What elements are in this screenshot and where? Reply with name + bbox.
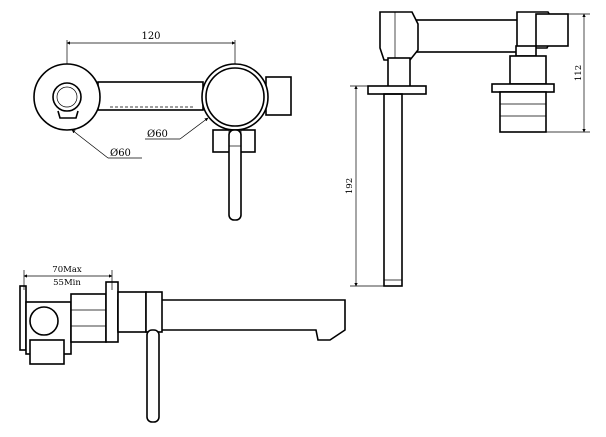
plan-spout-collar: [117, 291, 147, 333]
front-view: 120 Ø60 Ø60: [33, 31, 292, 221]
left-outlet-ring: [52, 82, 82, 112]
plan-lever-handle: [146, 329, 160, 423]
top-pipe: [409, 19, 521, 53]
valve-neck: [515, 45, 537, 57]
dim-spout-height: 192: [345, 178, 355, 194]
valve-body-lower: [499, 91, 547, 133]
dim-wall-max: 70Max: [52, 265, 82, 275]
spout-flange: [367, 85, 427, 95]
spout-tube: [383, 93, 403, 287]
valve-stub: [535, 13, 569, 47]
in-wall-lower-port: [29, 339, 65, 365]
spout-collar: [387, 57, 411, 89]
plan-view: 70Max 55Min: [19, 265, 346, 423]
front-connector-bar: [97, 81, 204, 111]
dim-center-distance: 120: [141, 31, 160, 42]
valve-flange: [491, 83, 555, 93]
dim-wall-min: 55Min: [53, 278, 81, 288]
plan-valve-collar: [145, 291, 163, 333]
right-cover-plate: [201, 63, 269, 131]
cartridge: [70, 293, 107, 343]
plan-flange: [105, 281, 119, 343]
dim-diameter-right: Ø60: [147, 129, 168, 140]
lever-handle: [228, 129, 242, 221]
dim-diameter-left: Ø60: [110, 148, 131, 159]
side-view: 192 112: [345, 11, 590, 287]
wall-plate: [19, 285, 27, 351]
left-cover-plate: [33, 63, 101, 131]
valve-body-upper: [509, 55, 547, 85]
dim-body-height: 112: [574, 65, 584, 81]
in-wall-outlet: [29, 306, 59, 336]
right-body-stub: [265, 76, 292, 116]
spout-end-cap: [379, 11, 419, 61]
